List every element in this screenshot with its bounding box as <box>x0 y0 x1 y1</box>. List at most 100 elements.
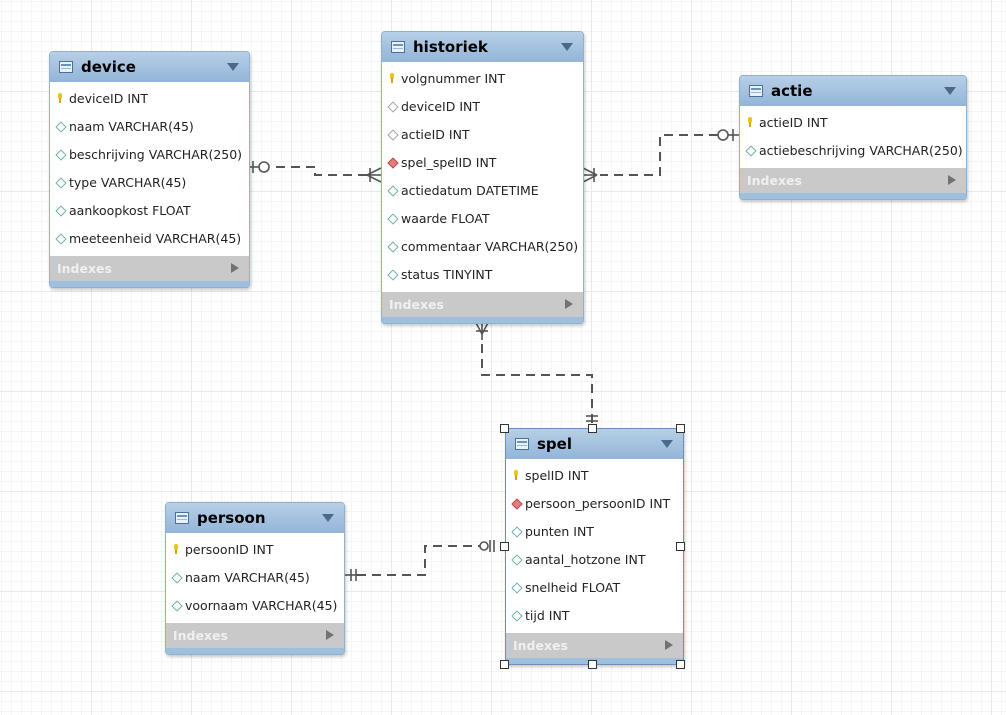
column-row[interactable]: tijd INT <box>506 601 683 629</box>
resize-handle-top-left[interactable] <box>500 424 509 433</box>
table-header[interactable]: persoon <box>166 503 344 533</box>
indexes-section[interactable]: Indexes <box>50 256 249 287</box>
column-label: volgnummer INT <box>401 70 506 86</box>
column-row[interactable]: punten INT <box>506 517 683 545</box>
resize-handle-top-right[interactable] <box>676 424 685 433</box>
resize-handle-top-center[interactable] <box>588 424 597 433</box>
chevron-down-icon[interactable] <box>661 440 673 448</box>
column-label: commentaar VARCHAR(250) <box>401 238 579 254</box>
resize-handle-middle-right[interactable] <box>676 542 685 551</box>
column-icon <box>387 241 397 251</box>
primary-key-icon <box>511 470 521 480</box>
table-title: historiek <box>413 38 488 56</box>
column-label: aantal_hotzone INT <box>525 551 646 567</box>
resize-handle-bottom-center[interactable] <box>588 660 597 669</box>
column-label: tijd INT <box>525 607 570 623</box>
column-label: spel_spelID INT <box>401 154 497 170</box>
table-actie[interactable]: actie actieID INT actiebeschrijving VARC… <box>739 75 967 200</box>
column-row[interactable]: actiebeschrijving VARCHAR(250) <box>740 136 966 164</box>
column-row[interactable]: snelheid FLOAT <box>506 573 683 601</box>
resize-handle-bottom-left[interactable] <box>500 660 509 669</box>
column-row[interactable]: spel_spelID INT <box>382 148 583 176</box>
column-icon <box>387 269 397 279</box>
indexes-section[interactable]: Indexes <box>740 168 966 199</box>
table-header[interactable]: actie <box>740 76 966 106</box>
column-row[interactable]: actiedatum DATETIME <box>382 176 583 204</box>
column-row[interactable]: volgnummer INT <box>382 64 583 92</box>
column-label: aankoopkost FLOAT <box>69 202 191 218</box>
one-mandatory-marker-spel-top <box>586 415 598 422</box>
indexes-section[interactable]: Indexes <box>382 292 583 323</box>
column-row[interactable]: persoon_persoonID INT <box>506 489 683 517</box>
chevron-right-icon[interactable] <box>665 640 673 650</box>
resize-handle-bottom-right[interactable] <box>676 660 685 669</box>
chevron-right-icon[interactable] <box>231 263 239 273</box>
column-row[interactable]: status TINYINT <box>382 260 583 288</box>
indexes-section[interactable]: Indexes <box>166 623 344 654</box>
column-row[interactable]: aankoopkost FLOAT <box>50 196 249 224</box>
indexes-label: Indexes <box>513 638 568 653</box>
foreign-key-icon <box>387 157 397 167</box>
primary-key-icon <box>387 73 397 83</box>
table-spel[interactable]: spel spelID INT persoon_persoonID INT pu… <box>505 428 684 665</box>
column-row[interactable]: beschrijving VARCHAR(250) <box>50 140 249 168</box>
column-icon <box>55 177 65 187</box>
column-label: deviceID INT <box>69 90 149 106</box>
column-icon <box>511 610 521 620</box>
column-row[interactable]: waarde FLOAT <box>382 204 583 232</box>
table-header[interactable]: historiek <box>382 32 583 62</box>
column-row[interactable]: deviceID INT <box>50 84 249 112</box>
column-row[interactable]: naam VARCHAR(45) <box>166 563 344 591</box>
chevron-right-icon[interactable] <box>326 630 334 640</box>
column-icon <box>171 600 181 610</box>
table-header[interactable]: spel <box>506 429 683 459</box>
chevron-right-icon[interactable] <box>948 175 956 185</box>
column-label: meeteenheid VARCHAR(45) <box>69 230 242 246</box>
column-icon <box>55 149 65 159</box>
nullable-column-icon <box>387 101 397 111</box>
chevron-down-icon[interactable] <box>561 43 573 51</box>
column-row[interactable]: actieID INT <box>740 108 966 136</box>
column-row[interactable]: naam VARCHAR(45) <box>50 112 249 140</box>
column-row[interactable]: commentaar VARCHAR(250) <box>382 232 583 260</box>
column-row[interactable]: actieID INT <box>382 120 583 148</box>
one-optional-marker-device <box>249 161 270 173</box>
chevron-right-icon[interactable] <box>565 299 573 309</box>
column-label: snelheid FLOAT <box>525 579 621 595</box>
column-row[interactable]: deviceID INT <box>382 92 583 120</box>
chevron-down-icon[interactable] <box>227 63 239 71</box>
column-icon <box>55 121 65 131</box>
indexes-label: Indexes <box>173 628 228 643</box>
column-row[interactable]: aantal_hotzone INT <box>506 545 683 573</box>
column-icon <box>511 526 521 536</box>
column-label: waarde FLOAT <box>401 210 490 226</box>
many-optional-marker-spel-persoon <box>479 540 495 552</box>
column-row[interactable]: persoonID INT <box>166 535 344 563</box>
primary-key-icon <box>171 544 181 554</box>
indexes-label: Indexes <box>747 173 802 188</box>
many-mandatory-marker-historiek-actie <box>582 167 598 183</box>
relationship-actie-historiek <box>600 134 718 176</box>
table-persoon[interactable]: persoon persoonID INT naam VARCHAR(45) v… <box>165 502 345 655</box>
column-row[interactable]: type VARCHAR(45) <box>50 168 249 196</box>
column-label: deviceID INT <box>401 98 481 114</box>
table-historiek[interactable]: historiek volgnummer INT deviceID INT ac… <box>381 31 584 324</box>
column-label: actieID INT <box>759 114 828 130</box>
column-icon <box>171 572 181 582</box>
column-label: naam VARCHAR(45) <box>185 569 310 585</box>
column-row[interactable]: meeteenheid VARCHAR(45) <box>50 224 249 252</box>
chevron-down-icon[interactable] <box>944 87 956 95</box>
chevron-down-icon[interactable] <box>322 514 334 522</box>
resize-handle-middle-left[interactable] <box>500 542 509 551</box>
column-label: type VARCHAR(45) <box>69 174 187 190</box>
table-header[interactable]: device <box>50 52 249 82</box>
column-label: persoon_persoonID INT <box>525 495 671 511</box>
relationship-persoon-spel <box>357 545 488 576</box>
column-icon <box>387 185 397 195</box>
table-icon <box>391 41 405 53</box>
column-row[interactable]: voornaam VARCHAR(45) <box>166 591 344 619</box>
column-row[interactable]: spelID INT <box>506 461 683 489</box>
column-icon <box>745 145 755 155</box>
table-device[interactable]: device deviceID INT naam VARCHAR(45) bes… <box>49 51 250 288</box>
